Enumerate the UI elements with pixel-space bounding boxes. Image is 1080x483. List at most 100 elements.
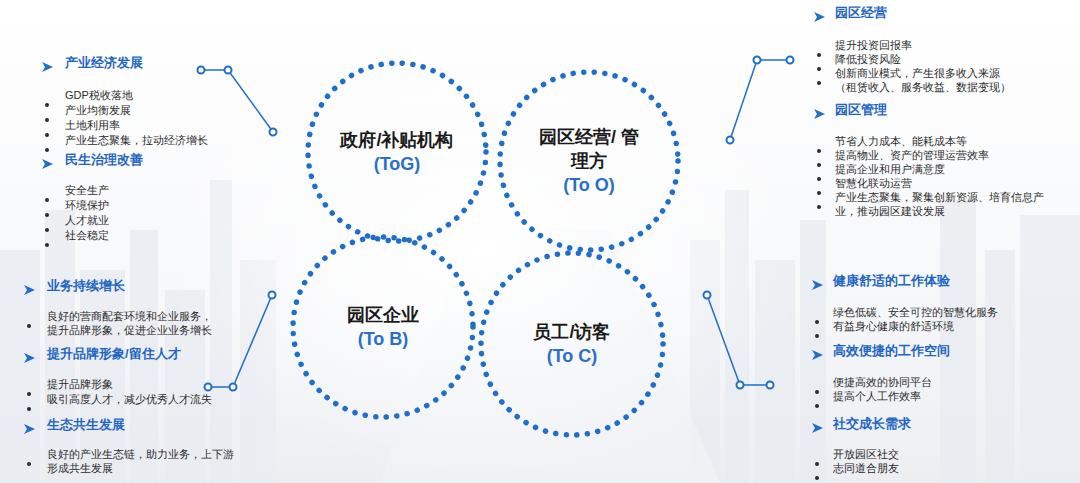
- dotted-circle: [293, 237, 473, 417]
- bullet-item: 良好的营商配套环境和企业服务，提升品牌形象，促进企业业务增长: [47, 309, 219, 337]
- bullet-dot-icon: [817, 81, 821, 85]
- bullet-item: 土地利用率: [65, 118, 120, 132]
- bullet-dot: [45, 93, 49, 111]
- stakeholder-name: 政府/补贴机构: [340, 128, 453, 152]
- bullet-dot-icon: [27, 407, 31, 411]
- bullet-item: 社会稳定: [65, 228, 109, 242]
- dotted-circle: [500, 72, 678, 250]
- leader-dot: [269, 292, 276, 299]
- heading-arrow: [24, 349, 35, 367]
- heading-arrow-icon: [24, 424, 35, 434]
- section-heading: 生态共生发展: [47, 417, 125, 433]
- bullet-item: 产业生态聚集，聚集创新资源、培育信息产业，推动园区建设发展: [835, 190, 1050, 218]
- heading-arrow-icon: [812, 280, 823, 290]
- heading-arrow-icon: [812, 423, 823, 433]
- leader-dot: [704, 292, 711, 299]
- bullet-dot-icon: [45, 228, 49, 232]
- bullet-item: 有益身心健康的舒适环境: [833, 319, 954, 333]
- bullet-dot: [815, 452, 819, 470]
- bullet-dot: [817, 195, 821, 213]
- heading-arrow: [24, 281, 35, 299]
- bullet-dot: [815, 380, 819, 398]
- stakeholder-code: (ToG): [374, 152, 421, 176]
- bullet-dot: [817, 139, 821, 157]
- bullet-item: 吸引高度人才，减少优秀人才流失: [47, 392, 212, 406]
- section-heading: 园区管理: [835, 102, 887, 118]
- bullet-dot-icon: [45, 213, 49, 217]
- heading-arrow-icon: [24, 353, 35, 363]
- bullet-dot-icon: [815, 476, 819, 480]
- bullet-dot-icon: [815, 462, 819, 466]
- heading-arrow: [812, 346, 823, 364]
- bullet-dot: [45, 188, 49, 206]
- bullet-dot: [817, 71, 821, 89]
- stakeholder-code: (To B): [358, 327, 409, 351]
- stakeholder-code: (To C): [547, 344, 598, 368]
- bullet-dot-icon: [45, 118, 49, 122]
- heading-arrow: [812, 276, 823, 294]
- section-heading: 园区经营: [835, 5, 887, 21]
- stakeholder-name: 园区企业: [347, 303, 419, 327]
- leader-line: [208, 295, 272, 387]
- section-heading: 健康舒适的工作体验: [833, 273, 950, 289]
- bullet-item: 开放园区社交: [833, 447, 899, 461]
- heading-arrow: [812, 419, 823, 437]
- bullet-dot: [27, 314, 31, 332]
- bullet-dot-icon: [815, 320, 819, 324]
- bullet-dot-icon: [45, 148, 49, 152]
- leader-line: [707, 295, 770, 385]
- leader-dot: [270, 129, 277, 136]
- bullet-dot: [45, 123, 49, 141]
- bullet-dot: [815, 394, 819, 412]
- section-heading: 高效便捷的工作空间: [833, 343, 950, 359]
- bullet-item: 智慧化联动运营: [835, 176, 912, 190]
- bullet-item: 绿色低碳、安全可控的智慧化服务: [833, 305, 998, 319]
- heading-arrow-icon: [814, 109, 825, 119]
- dotted-circle-outline: [304, 59, 490, 245]
- bullet-dot: [45, 218, 49, 236]
- bullet-dot-icon: [45, 133, 49, 137]
- bullet-item: 人才就业: [65, 213, 109, 227]
- bullet-item: GDP税收落地: [65, 88, 133, 102]
- bullet-item: 环境保护: [65, 198, 109, 212]
- bullet-item: 提高企业和用户满意度: [835, 162, 945, 176]
- section-heading: 提升品牌形象/留住人才: [47, 346, 181, 362]
- bullet-dot: [817, 181, 821, 199]
- stakeholder-name: 员工/访客: [533, 320, 610, 344]
- bullet-item: 提升投资回报率: [835, 38, 912, 52]
- stakeholder-name: 园区经营/ 管理方: [539, 125, 640, 173]
- bullet-item: 提升品牌形象: [47, 377, 113, 391]
- leader-dot: [767, 382, 774, 389]
- bullet-dot-icon: [817, 149, 821, 153]
- bullet-item: 便捷高效的协同平台: [833, 375, 932, 389]
- bullet-item: 提高个人工作效率: [833, 389, 921, 403]
- leader-dot: [727, 137, 734, 144]
- bullet-dot: [815, 466, 819, 483]
- leader-line: [730, 60, 790, 140]
- bullet-item: 安全生产: [65, 183, 109, 197]
- bullet-dot: [27, 382, 31, 400]
- bullet-dot-icon: [45, 198, 49, 202]
- section-heading: 民生治理改善: [65, 152, 143, 168]
- dotted-circle: [481, 253, 663, 435]
- heading-arrow-icon: [42, 62, 53, 72]
- heading-arrow-icon: [812, 350, 823, 360]
- bullet-dot-icon: [815, 390, 819, 394]
- leader-line: [201, 70, 273, 132]
- bullet-dot-icon: [817, 67, 821, 71]
- bullet-dot: [45, 138, 49, 156]
- bullet-item: 志同道合朋友: [833, 461, 899, 475]
- leader-dot: [205, 384, 212, 391]
- bullet-dot: [27, 452, 31, 470]
- bullet-dot-icon: [815, 404, 819, 408]
- dotted-circle-outline: [289, 233, 477, 421]
- bullet-dot-icon: [45, 103, 49, 107]
- heading-arrow: [814, 8, 825, 26]
- dotted-circle: [308, 63, 486, 241]
- bullet-dot-icon: [817, 163, 821, 167]
- bullet-dot: [45, 108, 49, 126]
- bullet-dot: [27, 397, 31, 415]
- bullet-dot: [815, 324, 819, 342]
- bullet-item: 创新商业模式，产生很多收入来源（租赁收入、服务收益、数据变现）: [835, 66, 1011, 94]
- bullet-dot: [817, 43, 821, 61]
